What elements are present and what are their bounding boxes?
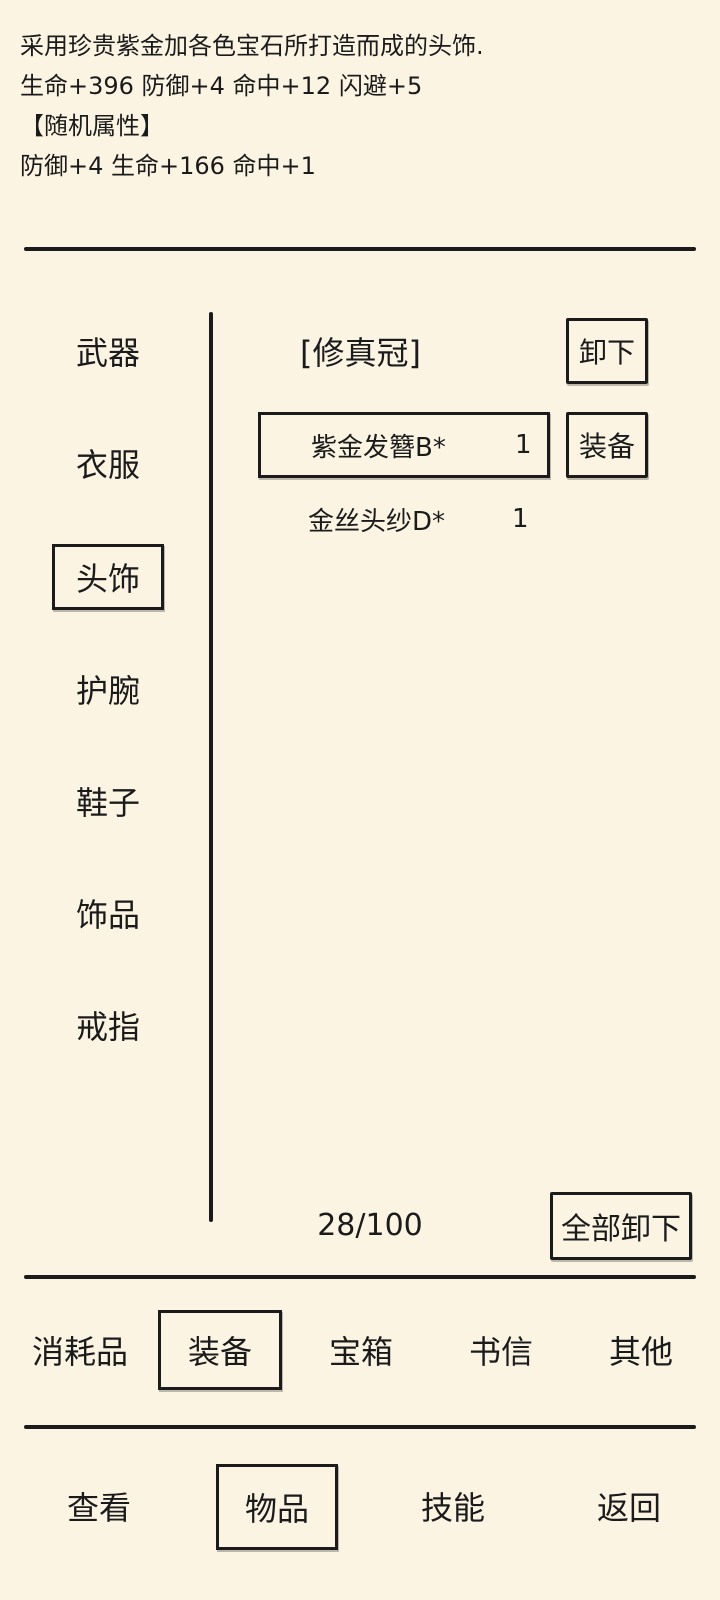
- tab-letters[interactable]: 书信: [468, 1333, 533, 1371]
- equip-button[interactable]: 装备: [566, 412, 648, 478]
- category-weapon[interactable]: 武器: [75, 334, 140, 372]
- item-row[interactable]: 金丝头纱D* 1: [258, 486, 550, 552]
- item-count: 1: [515, 430, 532, 460]
- item-name: 紫金发簪B*: [311, 432, 446, 463]
- inventory-capacity: 28/100: [317, 1207, 423, 1243]
- random-attributes-heading: 【随机属性】: [20, 112, 164, 140]
- unequip-button[interactable]: 卸下: [566, 318, 648, 384]
- item-description: 采用珍贵紫金加各色宝石所打造而成的头饰. 生命+396 防御+4 命中+12 闪…: [20, 26, 700, 186]
- divider-bottom: [24, 1425, 696, 1429]
- tab-consumables[interactable]: 消耗品: [31, 1333, 128, 1371]
- equipped-item-name: [修真冠]: [300, 334, 421, 372]
- divider-middle: [24, 1275, 696, 1279]
- nav-view[interactable]: 查看: [66, 1489, 131, 1527]
- category-accessory[interactable]: 饰品: [75, 896, 140, 934]
- item-count: 1: [512, 504, 529, 534]
- category-ring[interactable]: 戒指: [75, 1008, 140, 1046]
- divider-top: [24, 247, 696, 251]
- tab-equipment[interactable]: 装备: [158, 1310, 282, 1390]
- nav-back[interactable]: 返回: [596, 1489, 661, 1527]
- category-headwear[interactable]: 头饰: [52, 544, 164, 610]
- item-row[interactable]: 紫金发簪B* 1: [258, 412, 550, 478]
- description-text: 采用珍贵紫金加各色宝石所打造而成的头饰.: [20, 32, 484, 60]
- nav-skills[interactable]: 技能: [420, 1489, 485, 1527]
- tab-chests[interactable]: 宝箱: [328, 1333, 393, 1371]
- nav-items[interactable]: 物品: [216, 1464, 338, 1550]
- tab-other[interactable]: 其他: [608, 1333, 673, 1371]
- divider-vertical: [209, 312, 213, 1222]
- random-stats: 防御+4 生命+166 命中+1: [20, 152, 316, 180]
- base-stats: 生命+396 防御+4 命中+12 闪避+5: [20, 72, 423, 100]
- category-clothes[interactable]: 衣服: [75, 446, 140, 484]
- category-bracers[interactable]: 护腕: [75, 672, 140, 710]
- unequip-all-button[interactable]: 全部卸下: [550, 1192, 692, 1260]
- item-name: 金丝头纱D*: [308, 506, 446, 537]
- category-shoes[interactable]: 鞋子: [75, 784, 140, 822]
